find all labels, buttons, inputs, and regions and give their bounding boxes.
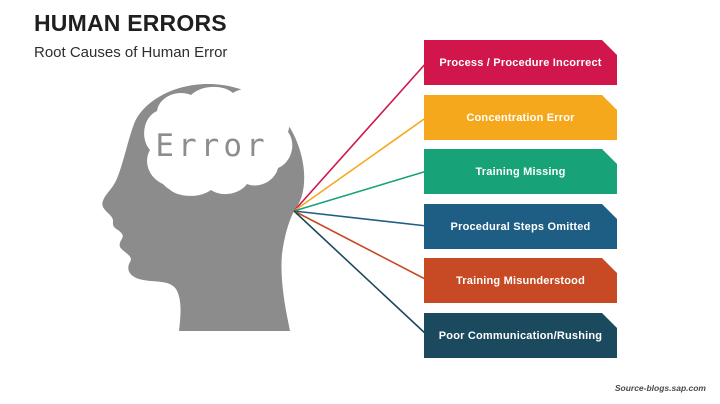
cause-box-procedural-steps-omitted: Procedural Steps Omitted [424,204,617,249]
cause-box-label: Process / Procedure Incorrect [439,56,602,69]
cause-box-label: Poor Communication/Rushing [438,329,603,342]
connector-lines [293,61,428,336]
cause-box-concentration-error: Concentration Error [424,95,617,140]
brain-shape-icon [144,86,293,196]
cause-box-process-procedure-incorrect: Process / Procedure Incorrect [424,40,617,85]
connector-line-concentration [293,116,428,212]
cause-box-training-misunderstood: Training Misunderstood [424,258,617,303]
connector-line-steps-omitted [293,210,428,227]
page-subtitle: Root Causes of Human Error [34,44,228,61]
cause-box-label: Training Misunderstood [455,274,586,287]
cause-box-poor-communication-rushing: Poor Communication/Rushing [424,313,617,358]
brain-error-label: Error [155,128,268,164]
cause-box-label: Concentration Error [466,111,575,124]
connector-line-process [293,61,428,212]
cause-box-label: Procedural Steps Omitted [450,220,591,233]
cause-box-training-missing: Training Missing [424,149,617,194]
connector-line-training-misunderstood [293,210,428,281]
connector-line-training-missing [293,170,428,212]
page-title: HUMAN ERRORS [34,10,227,36]
cause-box-label: Training Missing [475,165,566,178]
connector-line-poor-communication [293,210,428,336]
source-credit: Source-blogs.sap.com [614,383,706,393]
